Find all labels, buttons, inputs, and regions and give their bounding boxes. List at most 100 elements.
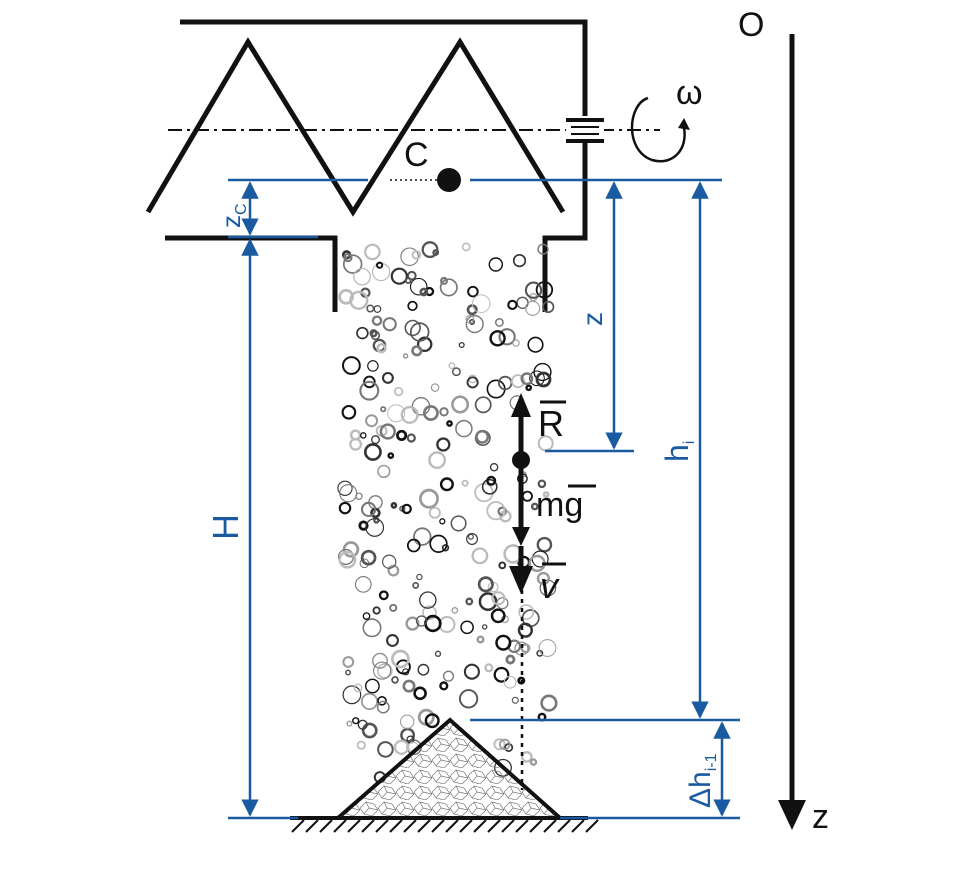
particle [422,605,437,621]
particle [482,624,488,630]
particle [465,597,474,606]
particle [413,527,432,546]
particle [346,720,353,727]
ground-hatch [543,819,557,833]
particle [409,277,428,296]
particle [338,501,352,515]
particle [402,679,416,693]
particle [538,639,557,657]
ground-hatch [487,819,501,833]
particle [358,520,369,531]
material-pile [332,717,566,820]
particle [353,683,363,693]
particle [345,669,352,676]
particle [360,549,377,566]
particle [412,581,420,589]
particle [365,518,385,537]
particle [530,502,539,511]
particle [407,270,417,281]
particle [376,261,384,269]
particle [415,615,428,627]
particle [436,437,451,452]
particle [356,740,366,750]
particle [474,482,494,503]
particle [342,656,355,668]
ground-hatch [417,819,431,833]
particle [493,738,506,751]
particle [529,370,545,387]
particle [458,689,479,709]
center-of-mass-point [437,168,461,192]
particle [413,686,427,701]
particle [432,249,440,256]
particle [529,758,538,766]
particle [376,342,387,354]
ground-hatch [585,819,599,833]
particle [416,573,423,581]
particle [355,492,363,500]
particle [359,380,380,401]
particle [517,622,534,638]
particle [467,285,479,298]
particle [372,606,381,615]
particle [342,254,363,274]
particle [376,700,390,714]
particle [463,663,480,680]
rotation-arrow-icon [630,96,690,163]
svg-text:H: H [205,514,246,540]
particle [373,661,392,680]
h-total-label: H [205,514,246,540]
particle [360,501,377,518]
particle [387,404,406,423]
particle [339,484,358,503]
bearing-symbol [566,116,604,143]
particle [439,477,454,492]
particle [377,464,391,479]
particle [342,356,361,375]
ground-hatch [557,819,571,833]
particle [362,612,371,620]
particle [406,433,416,443]
ground-hatch [571,819,585,833]
particle [497,506,508,517]
particle [353,267,371,286]
particle [490,608,506,624]
ground-hatch [403,819,417,833]
particle [404,319,421,337]
zc-label: zC [216,203,250,228]
particle [461,479,469,487]
omega-label: ω [676,74,703,112]
particle [475,429,490,444]
particle [465,315,484,334]
z-dimension-label: z [577,312,608,326]
particle [461,242,471,252]
particle [518,604,535,620]
particle [521,490,533,502]
particle [405,616,420,631]
particle [520,372,534,386]
particle [352,717,360,725]
force-vectors [509,393,533,594]
particle [411,345,423,357]
particle [467,533,474,540]
particle [362,618,382,638]
particle [378,590,389,601]
svg-text:hi: hi [659,441,698,462]
rotor-blades [145,37,566,217]
particle [489,462,499,472]
particle [536,571,551,586]
particle [371,435,380,445]
particle [471,294,491,314]
particle [486,501,506,521]
particle [366,304,375,313]
particle [416,336,433,353]
particle [510,374,525,389]
ground-hatch [459,819,473,833]
reference-lines [228,178,740,820]
ground-surface [290,816,599,833]
particle [507,299,518,311]
particle [471,547,489,565]
particle [364,678,380,694]
particle [465,314,475,324]
